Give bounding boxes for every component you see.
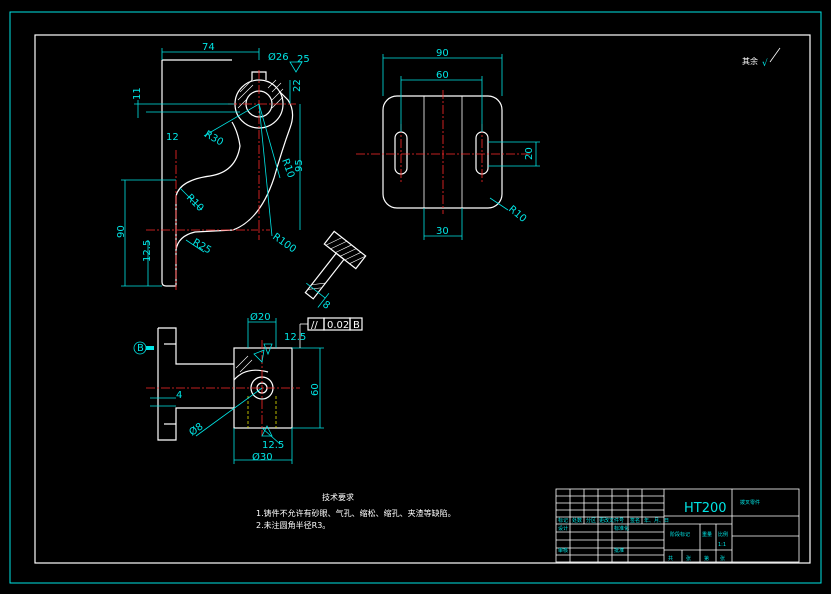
tb-sheet-3: 张 <box>720 555 725 562</box>
tb-row-label-0: 标记 <box>558 517 568 524</box>
top-dim-30: 30 <box>436 226 449 237</box>
tb-sheet-2: 第 <box>704 555 709 562</box>
section-dim-8: 8 <box>320 299 332 312</box>
dim-90: 90 <box>116 225 127 238</box>
datum-marker-label: B <box>137 343 144 354</box>
surface-finish-label: 其余 <box>742 56 758 66</box>
tb-designer: 设计 <box>558 525 568 532</box>
front-dim-d20: Ø20 <box>250 311 271 323</box>
tb-row-label-1: 处数 <box>572 517 582 524</box>
dim-25: 25 <box>297 54 310 65</box>
dim-r100: R100 <box>270 231 298 255</box>
tb-stage: 阶段标记 <box>670 531 690 538</box>
tb-weight: 重量 <box>702 531 712 538</box>
tb-standardization: 标准化 <box>614 525 629 532</box>
material-label: HT200 <box>684 501 727 516</box>
tb-row-label-4: 签名 <box>630 517 640 524</box>
dim-22: 22 <box>292 79 303 92</box>
inner-border <box>34 34 811 564</box>
dim-r10-a: R10 <box>184 192 206 214</box>
tb-row-label-2: 分区 <box>586 517 596 524</box>
front-dim-4: 4 <box>176 390 182 401</box>
dim-11: 11 <box>132 87 143 100</box>
dim-12-5: 12.5 <box>142 240 153 262</box>
surface-finish-symbol: √ <box>762 58 768 69</box>
tb-review: 审核 <box>558 547 568 554</box>
tb-row-label-3: 更改文件号 <box>599 517 624 524</box>
dim-95: 95 <box>294 159 305 172</box>
tolerance-symbol: // <box>311 320 318 331</box>
top-dim-60: 60 <box>436 70 449 81</box>
tech-req-item-1: 1.铸件不允许有砂眼、气孔、缩松、缩孔、夹渣等缺陷。 <box>256 508 456 518</box>
dim-r30: R30 <box>203 129 226 148</box>
outer-border <box>9 11 822 584</box>
front-dim-12-5-b: 12.5 <box>262 440 284 451</box>
side-view: 74 Ø26 25 22 11 12 R30 R10 R25 R100 R10 … <box>116 42 310 290</box>
top-dim-90: 90 <box>436 48 449 59</box>
part-name: 拨叉零件 <box>740 499 760 506</box>
tb-row-label-5: 年、月、日 <box>644 517 669 524</box>
dim-74: 74 <box>202 42 215 53</box>
tb-scale: 比例 <box>718 531 728 538</box>
tech-req-item-2: 2.未注圆角半径R3。 <box>256 520 330 530</box>
tb-approve: 批准 <box>614 547 624 554</box>
technical-requirements: 技术要求 1.铸件不允许有砂眼、气孔、缩松、缩孔、夹渣等缺陷。 2.未注圆角半径… <box>256 492 456 530</box>
tolerance-frame-datum <box>349 317 363 331</box>
tb-sheet-1: 张 <box>686 555 691 562</box>
top-view: 90 60 20 30 R10 <box>356 48 540 240</box>
tolerance-value: 0.02 <box>327 320 349 331</box>
tolerance-datum: B <box>353 320 360 331</box>
dim-r25: R25 <box>191 237 214 256</box>
front-dim-d30: Ø30 <box>252 451 273 463</box>
section-view: 8 <box>304 230 367 312</box>
front-dim-d8: Ø8 <box>187 420 206 438</box>
top-dim-r10: R10 <box>506 204 528 225</box>
front-view: Ø20 12.5 60 4 Ø8 12.5 Ø30 // 0.02 B B <box>133 311 363 464</box>
surface-finish: 其余 √ <box>742 47 781 69</box>
tech-req-title: 技术要求 <box>322 492 354 502</box>
front-dim-60: 60 <box>310 383 321 396</box>
dim-d26: Ø26 <box>268 51 289 63</box>
tb-scale-value: 1:1 <box>718 542 726 548</box>
front-dim-12-5-a: 12.5 <box>284 332 306 343</box>
dim-12: 12 <box>166 132 179 143</box>
top-dim-20: 20 <box>524 147 535 160</box>
tb-sheet-0: 共 <box>668 555 673 562</box>
title-block: HT200 拨叉零件 标记 处数 分区 更改文件号 签名 年、月、日 设计 标准… <box>555 488 800 563</box>
